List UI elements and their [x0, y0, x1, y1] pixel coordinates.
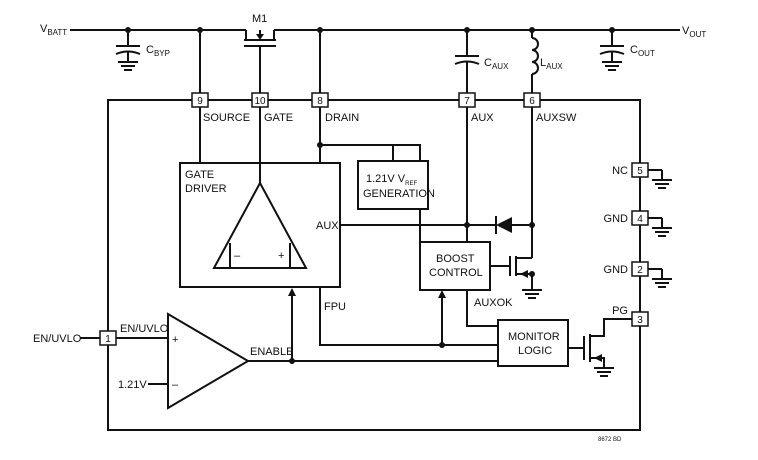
svg-text:1: 1: [105, 334, 111, 345]
capacitor-cbyp: [115, 30, 141, 71]
monitor-label-1: MONITOR: [508, 331, 560, 343]
cout-label: COUT: [630, 44, 655, 58]
pin-label-aux: AUX: [471, 112, 494, 124]
figure-id: 8672 BD: [598, 437, 622, 443]
ref-voltage-label: 1.21V: [118, 379, 147, 391]
pin-1: 1: [99, 330, 117, 346]
pin-label-source: SOURCE: [203, 112, 250, 124]
svg-text:6: 6: [529, 96, 535, 107]
svg-text:VOUT: VOUT: [682, 25, 706, 39]
vbatt-label: VBATT: [40, 23, 67, 37]
gate-driver-label-1: GATE: [185, 169, 214, 181]
pin-label-pg: PG: [612, 305, 628, 317]
pin-label-gnd-2: GND: [604, 264, 629, 276]
en-uvlo-input-label: EN/UVLO: [33, 333, 82, 345]
enable-label: ENABLE: [250, 346, 293, 358]
boost-control-block: [419, 241, 491, 291]
svg-text:10: 10: [254, 96, 266, 107]
ground-pin-4: [648, 217, 672, 237]
svg-text:COUT: COUT: [630, 44, 655, 58]
m1-label: M1: [252, 13, 267, 25]
diode: [495, 216, 532, 234]
pin-10: 10: [251, 92, 269, 108]
svg-text:+: +: [278, 250, 284, 262]
svg-text:+: +: [172, 334, 178, 346]
svg-text:LAUX: LAUX: [540, 57, 563, 71]
auxok-label: AUXOK: [474, 297, 513, 309]
pin-9: 9: [191, 92, 209, 108]
svg-text:9: 9: [197, 96, 203, 107]
gate-driver-amplifier: – +: [212, 163, 308, 269]
pin-label-nc: NC: [612, 165, 628, 177]
capacitor-caux: [454, 30, 480, 93]
svg-text:5: 5: [637, 166, 643, 177]
vref-generation-block: [357, 160, 429, 210]
svg-text:7: 7: [464, 96, 470, 107]
svg-text:2: 2: [637, 265, 643, 276]
boost-label-1: BOOST: [436, 253, 475, 265]
uvlo-comparator: + –: [116, 312, 250, 410]
boost-switch-mosfet: [490, 256, 542, 299]
gate-driver-label-2: DRIVER: [185, 183, 227, 195]
svg-text:CAUX: CAUX: [484, 57, 509, 71]
pin-label-gnd-4: GND: [604, 213, 629, 225]
svg-text:–: –: [234, 250, 241, 262]
vref-label-1: 1.21V VREF: [366, 173, 417, 187]
pin-4: 4: [631, 210, 649, 226]
capacitor-cout: [599, 30, 625, 71]
inductor-laux: [531, 30, 539, 93]
pg-output-mosfet: [568, 318, 632, 377]
mosfet-m1: [240, 29, 280, 93]
pin-5: 5: [631, 162, 649, 178]
svg-text:3: 3: [637, 315, 643, 326]
auxsw-junction-dot: [529, 222, 535, 228]
pin-3: 3: [631, 311, 649, 327]
gate-driver-aux-label: AUX: [316, 220, 339, 232]
monitor-label-2: LOGIC: [518, 345, 552, 357]
caux-label: CAUX: [484, 57, 509, 71]
fpu-label: FPU: [324, 301, 346, 313]
vout-label: VOUT: [682, 25, 706, 39]
svg-text:4: 4: [637, 214, 643, 225]
cbyp-label: CBYP: [146, 44, 170, 58]
pin-label-drain: DRAIN: [325, 112, 359, 124]
auxok-wire: [466, 290, 498, 327]
aux-junction-dot: [464, 222, 470, 228]
en-uvlo-node-label: EN/UVLO: [120, 323, 169, 335]
pin-label-gate: GATE: [264, 112, 293, 124]
pin-7: 7: [458, 92, 476, 108]
pin-label-auxsw: AUXSW: [536, 112, 577, 124]
pin-2: 2: [631, 261, 649, 277]
fpu-wire: [319, 287, 498, 346]
pin-8: 8: [311, 92, 329, 108]
laux-label: LAUX: [540, 57, 563, 71]
enable-to-driver-arrow: [288, 288, 296, 296]
svg-text:CBYP: CBYP: [146, 44, 170, 58]
vref-label-2: GENERATION: [363, 188, 435, 200]
svg-text:–: –: [172, 379, 179, 391]
monitor-logic-block: [497, 319, 569, 367]
pin-6: 6: [523, 92, 541, 108]
boost-label-2: CONTROL: [429, 267, 483, 279]
ground-pin-2: [648, 268, 672, 288]
fpu-to-boost-arrow: [438, 290, 446, 298]
svg-text:VBATT: VBATT: [40, 23, 67, 37]
svg-text:8: 8: [317, 96, 323, 107]
ground-pin-5: [648, 169, 672, 189]
